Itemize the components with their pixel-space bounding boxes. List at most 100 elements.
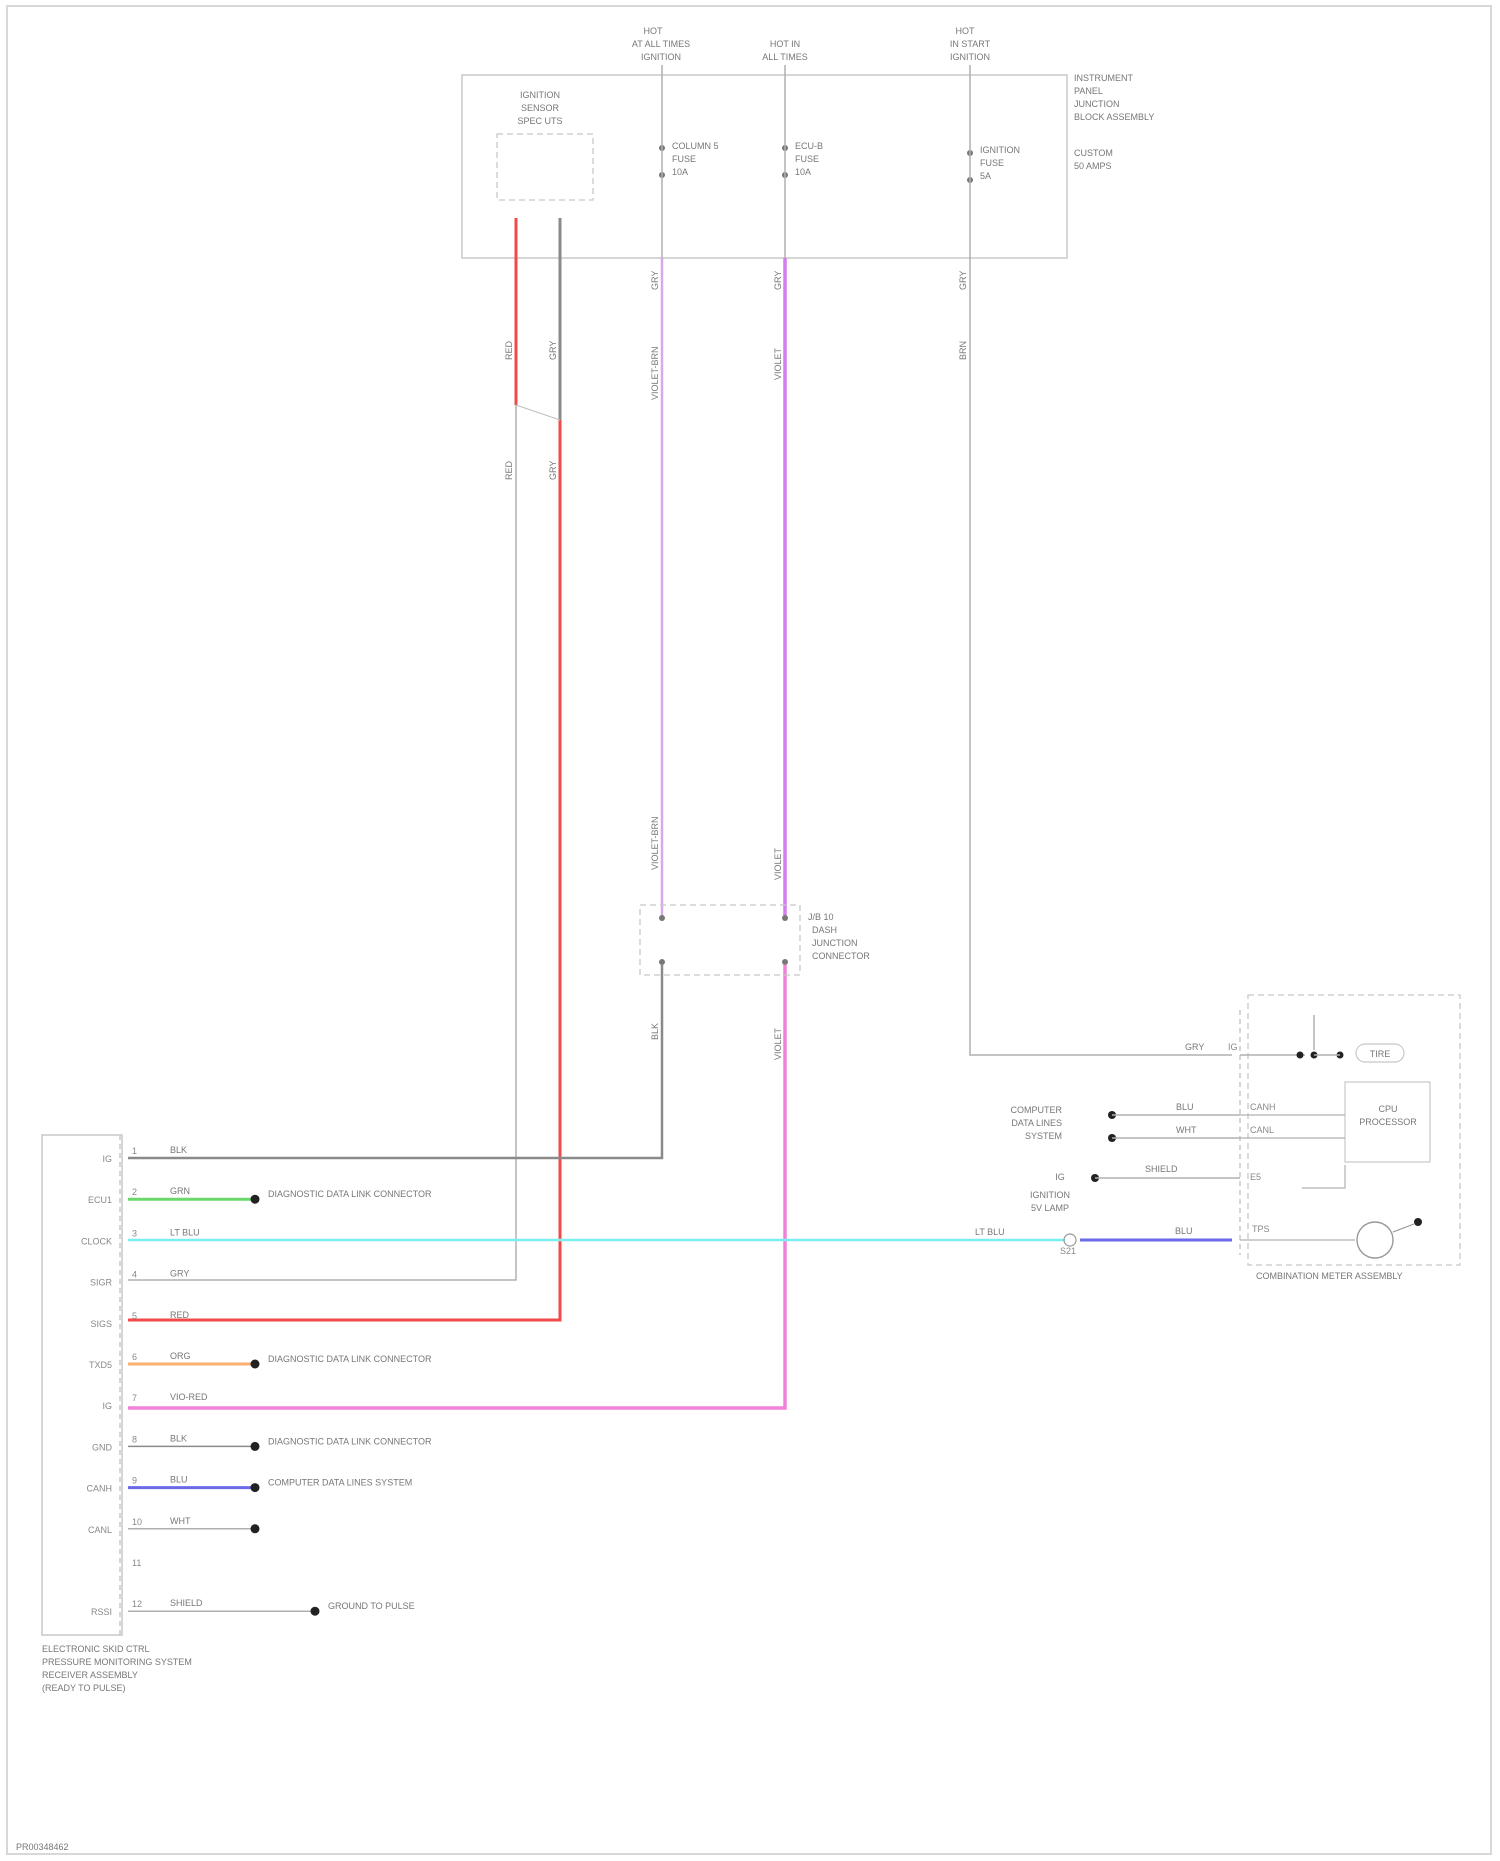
svg-text:DASH: DASH [812,925,837,935]
meter-clock-row: LT BLU BLU TPS S21 [975,1218,1422,1258]
ecm-wire-code: BLU [170,1475,188,1485]
svg-text:GRY: GRY [548,341,558,360]
svg-text:SYSTEM: SYSTEM [1025,1131,1062,1141]
svg-text:BLU: BLU [1175,1226,1193,1236]
ecm-pin-name: CANL [88,1525,112,1535]
svg-text:ECU-B: ECU-B [795,141,823,151]
ecm-pin-name: CANH [86,1484,112,1494]
svg-text:BLOCK ASSEMBLY: BLOCK ASSEMBLY [1074,112,1154,122]
top-feed-3: HOT IN START IGNITION [950,26,991,62]
svg-text:ELECTRONIC SKID CTRL: ELECTRONIC SKID CTRL [42,1644,150,1654]
ecm-pin-name: TXD5 [89,1360,112,1370]
junction-block-label: INSTRUMENT PANEL JUNCTION BLOCK ASSEMBLY… [1074,73,1154,171]
svg-text:BLK: BLK [650,1023,660,1040]
svg-text:GRY: GRY [773,271,783,290]
footer-code: PR00348462 [16,1842,69,1852]
svg-text:50 AMPS: 50 AMPS [1074,161,1112,171]
splice-cross [516,405,560,420]
svg-text:IGNITION: IGNITION [520,90,560,100]
ecm-pin-number: 4 [132,1270,137,1280]
svg-text:TPS: TPS [1252,1224,1270,1234]
ecm-stub-terminal [251,1524,260,1533]
svg-text:ALL TIMES: ALL TIMES [762,52,808,62]
wire-code-labels: RED GRY RED GRY GRY VIOLET-BRN VIOLET-BR… [504,271,968,1060]
top-feed-1: HOT AT ALL TIMES IGNITION [632,26,690,62]
meter-can-rows: BLU WHT CANH CANL COMPUTER DATA LINES SY… [1011,1082,1431,1162]
combination-meter-outline [1248,995,1460,1265]
svg-text:IGNITION: IGNITION [1030,1190,1070,1200]
svg-text:SHIELD: SHIELD [1145,1164,1178,1174]
svg-text:GRY: GRY [958,271,968,290]
ecm-pin-number: 7 [132,1393,137,1403]
ecm-pin-name: IG [102,1154,112,1164]
svg-text:COMPUTER: COMPUTER [1011,1105,1063,1115]
svg-text:PROCESSOR: PROCESSOR [1359,1117,1417,1127]
ecm-pin-name: SIGS [90,1319,112,1329]
svg-text:BLU: BLU [1176,1102,1194,1112]
svg-text:PRESSURE MONITORING SYSTEM: PRESSURE MONITORING SYSTEM [42,1657,192,1667]
svg-text:10A: 10A [672,167,688,177]
ecm-pin-number: 10 [132,1517,142,1527]
wire-red-run [128,420,560,1320]
svg-text:HOT: HOT [956,26,976,36]
ecm-pin-row: CANL 10 WHT [88,1516,260,1535]
ignition-sensor-label: IGNITION SENSOR SPEC UTS [517,90,562,126]
ecm-label: ELECTRONIC SKID CTRL PRESSURE MONITORING… [42,1644,192,1693]
svg-text:J/B 10: J/B 10 [808,912,834,922]
svg-text:LT BLU: LT BLU [975,1227,1005,1237]
ecm-stub-terminal [251,1360,260,1369]
svg-text:JUNCTION: JUNCTION [1074,99,1120,109]
mid-connector-label: J/B 10 DASH JUNCTION CONNECTOR [808,912,870,961]
ecm-stub-terminal [311,1607,320,1616]
ecm-destination-label: DIAGNOSTIC DATA LINK CONNECTOR [268,1354,432,1364]
svg-text:VIOLET-BRN: VIOLET-BRN [650,816,660,870]
svg-text:IN START: IN START [950,39,991,49]
svg-text:RED: RED [504,340,514,360]
mid-connector-outline [640,905,800,975]
ecm-pin-row: SIGR 4 GRY [90,1269,189,1288]
svg-text:HOT IN: HOT IN [770,39,800,49]
ecm-stub-terminal [251,1483,260,1492]
ecm-pin-name: SIGR [90,1278,113,1288]
ecm-pin-number: 3 [132,1228,137,1238]
ecm-destination-label: GROUND TO PULSE [328,1601,415,1611]
ecm-wire-code: VIO-RED [170,1392,208,1402]
mid-connector-pins [659,915,788,965]
svg-text:FUSE: FUSE [672,154,696,164]
ecm-pin-name: GND [92,1442,113,1452]
ecm-wire-code: GRY [170,1269,189,1279]
wire-black-ig [128,965,662,1158]
svg-text:IGNITION: IGNITION [641,52,681,62]
ecm-pin-row: GND8BLKDIAGNOSTIC DATA LINK CONNECTOR [92,1433,432,1452]
svg-text:E5: E5 [1250,1172,1261,1182]
ecm-pin-name: RSSI [91,1607,112,1617]
ignition-sensor-outline [497,134,593,200]
ecm-destination-label: DIAGNOSTIC DATA LINK CONNECTOR [268,1189,432,1199]
svg-text:CANH: CANH [1250,1102,1276,1112]
svg-text:VIOLET: VIOLET [773,347,783,380]
svg-text:CPU: CPU [1378,1104,1397,1114]
ecm-pin-name: IG [102,1401,112,1411]
ecm-wire-code: WHT [170,1516,191,1526]
svg-text:HOT: HOT [644,26,664,36]
svg-text:5A: 5A [980,171,991,181]
combination-meter-title: COMBINATION METER ASSEMBLY [1256,1271,1403,1281]
wire-gray-ig-meter [970,258,1232,1055]
ecm-wire-code: GRN [170,1186,190,1196]
ecm-stub-terminal [251,1195,260,1204]
ecm-wire-code: ORG [170,1351,191,1361]
ecm-wire-code: BLK [170,1145,187,1155]
svg-text:DATA LINES: DATA LINES [1011,1118,1062,1128]
svg-text:RECEIVER ASSEMBLY: RECEIVER ASSEMBLY [42,1670,138,1680]
svg-text:CUSTOM: CUSTOM [1074,148,1113,158]
svg-text:RED: RED [504,460,514,480]
svg-text:INSTRUMENT: INSTRUMENT [1074,73,1133,83]
wire-pink [128,965,785,1408]
svg-text:GRY: GRY [548,461,558,480]
